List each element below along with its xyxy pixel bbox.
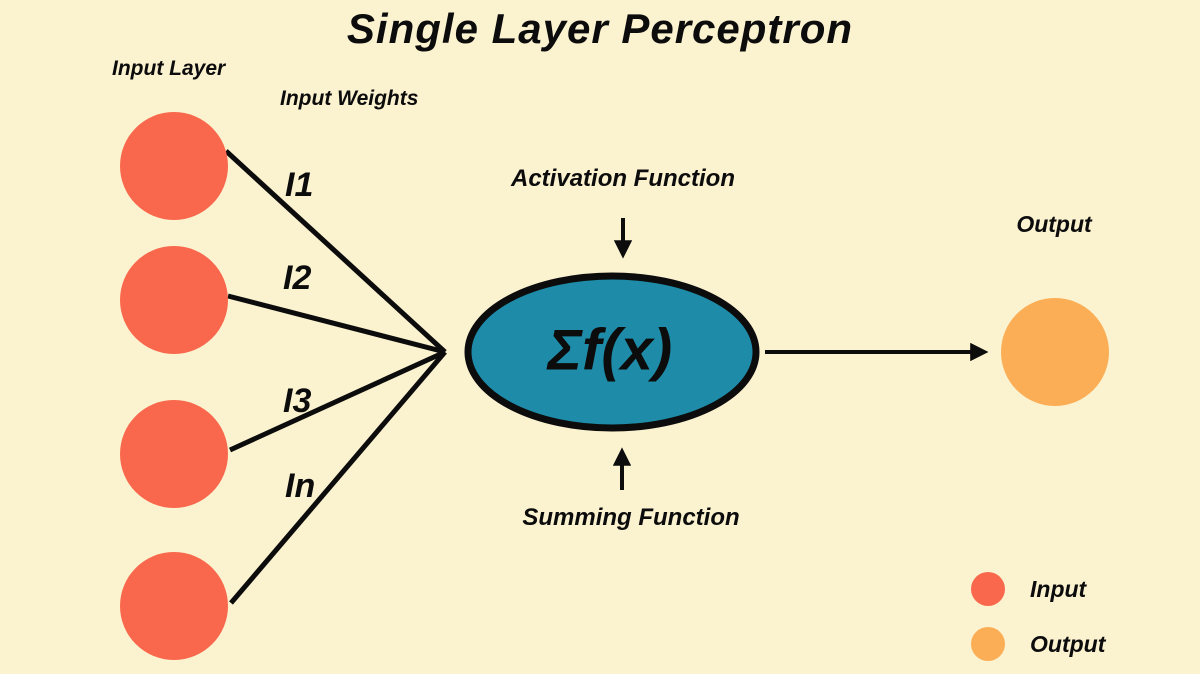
output-node bbox=[1001, 298, 1109, 406]
input-layer-label: Input Layer bbox=[112, 57, 226, 80]
neuron-ellipse bbox=[464, 272, 760, 432]
input-node-1 bbox=[120, 112, 228, 220]
weight-label-i2: I2 bbox=[283, 259, 312, 297]
output-swatch-icon bbox=[971, 627, 1005, 661]
legend: Input Output bbox=[971, 572, 1171, 661]
weight-line-i3 bbox=[228, 349, 447, 453]
neuron-formula: Σf(x) bbox=[547, 317, 673, 383]
weight-line-i2 bbox=[227, 293, 446, 355]
legend-output-label: Output bbox=[1030, 630, 1106, 657]
weight-label-in: In bbox=[285, 467, 316, 505]
summing-function-label: Summing Function bbox=[522, 504, 740, 531]
output-label: Output bbox=[1016, 211, 1092, 237]
legend-item-input: Input bbox=[971, 572, 1171, 606]
input-node-4 bbox=[120, 552, 228, 660]
legend-input-label: Input bbox=[1030, 575, 1087, 602]
input-node-3 bbox=[120, 400, 228, 508]
input-node-2 bbox=[120, 246, 228, 354]
activation-function-label: Activation Function bbox=[511, 165, 735, 192]
legend-item-output: Output bbox=[971, 627, 1171, 661]
weight-line-in bbox=[229, 350, 447, 605]
input-weights-label: Input Weights bbox=[280, 87, 419, 110]
weight-label-i1: I1 bbox=[285, 166, 314, 204]
weight-label-i3: I3 bbox=[283, 382, 312, 420]
page-title: Single Layer Perceptron bbox=[346, 5, 854, 52]
weight-line-i1 bbox=[224, 149, 447, 354]
input-swatch-icon bbox=[971, 572, 1005, 606]
